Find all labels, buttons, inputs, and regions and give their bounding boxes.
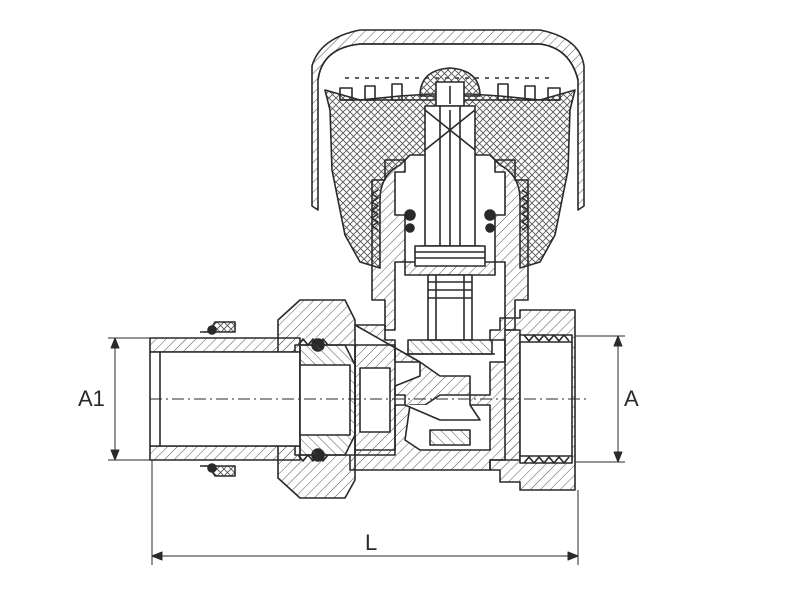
label-a: A xyxy=(624,386,639,411)
bonnet xyxy=(371,159,529,331)
spindle-gland xyxy=(414,245,486,341)
valve-stem xyxy=(424,105,476,247)
label-a1: A1 xyxy=(78,386,105,411)
stem-screw-head xyxy=(419,67,481,107)
label-l: L xyxy=(365,530,377,555)
left-tailpiece xyxy=(149,321,356,477)
dimension-l xyxy=(151,460,579,565)
body-connector xyxy=(354,344,396,456)
dimension-a xyxy=(575,335,625,463)
dimension-a1 xyxy=(108,337,150,461)
valve-disc xyxy=(405,339,495,355)
handwheel-cap xyxy=(311,29,585,211)
